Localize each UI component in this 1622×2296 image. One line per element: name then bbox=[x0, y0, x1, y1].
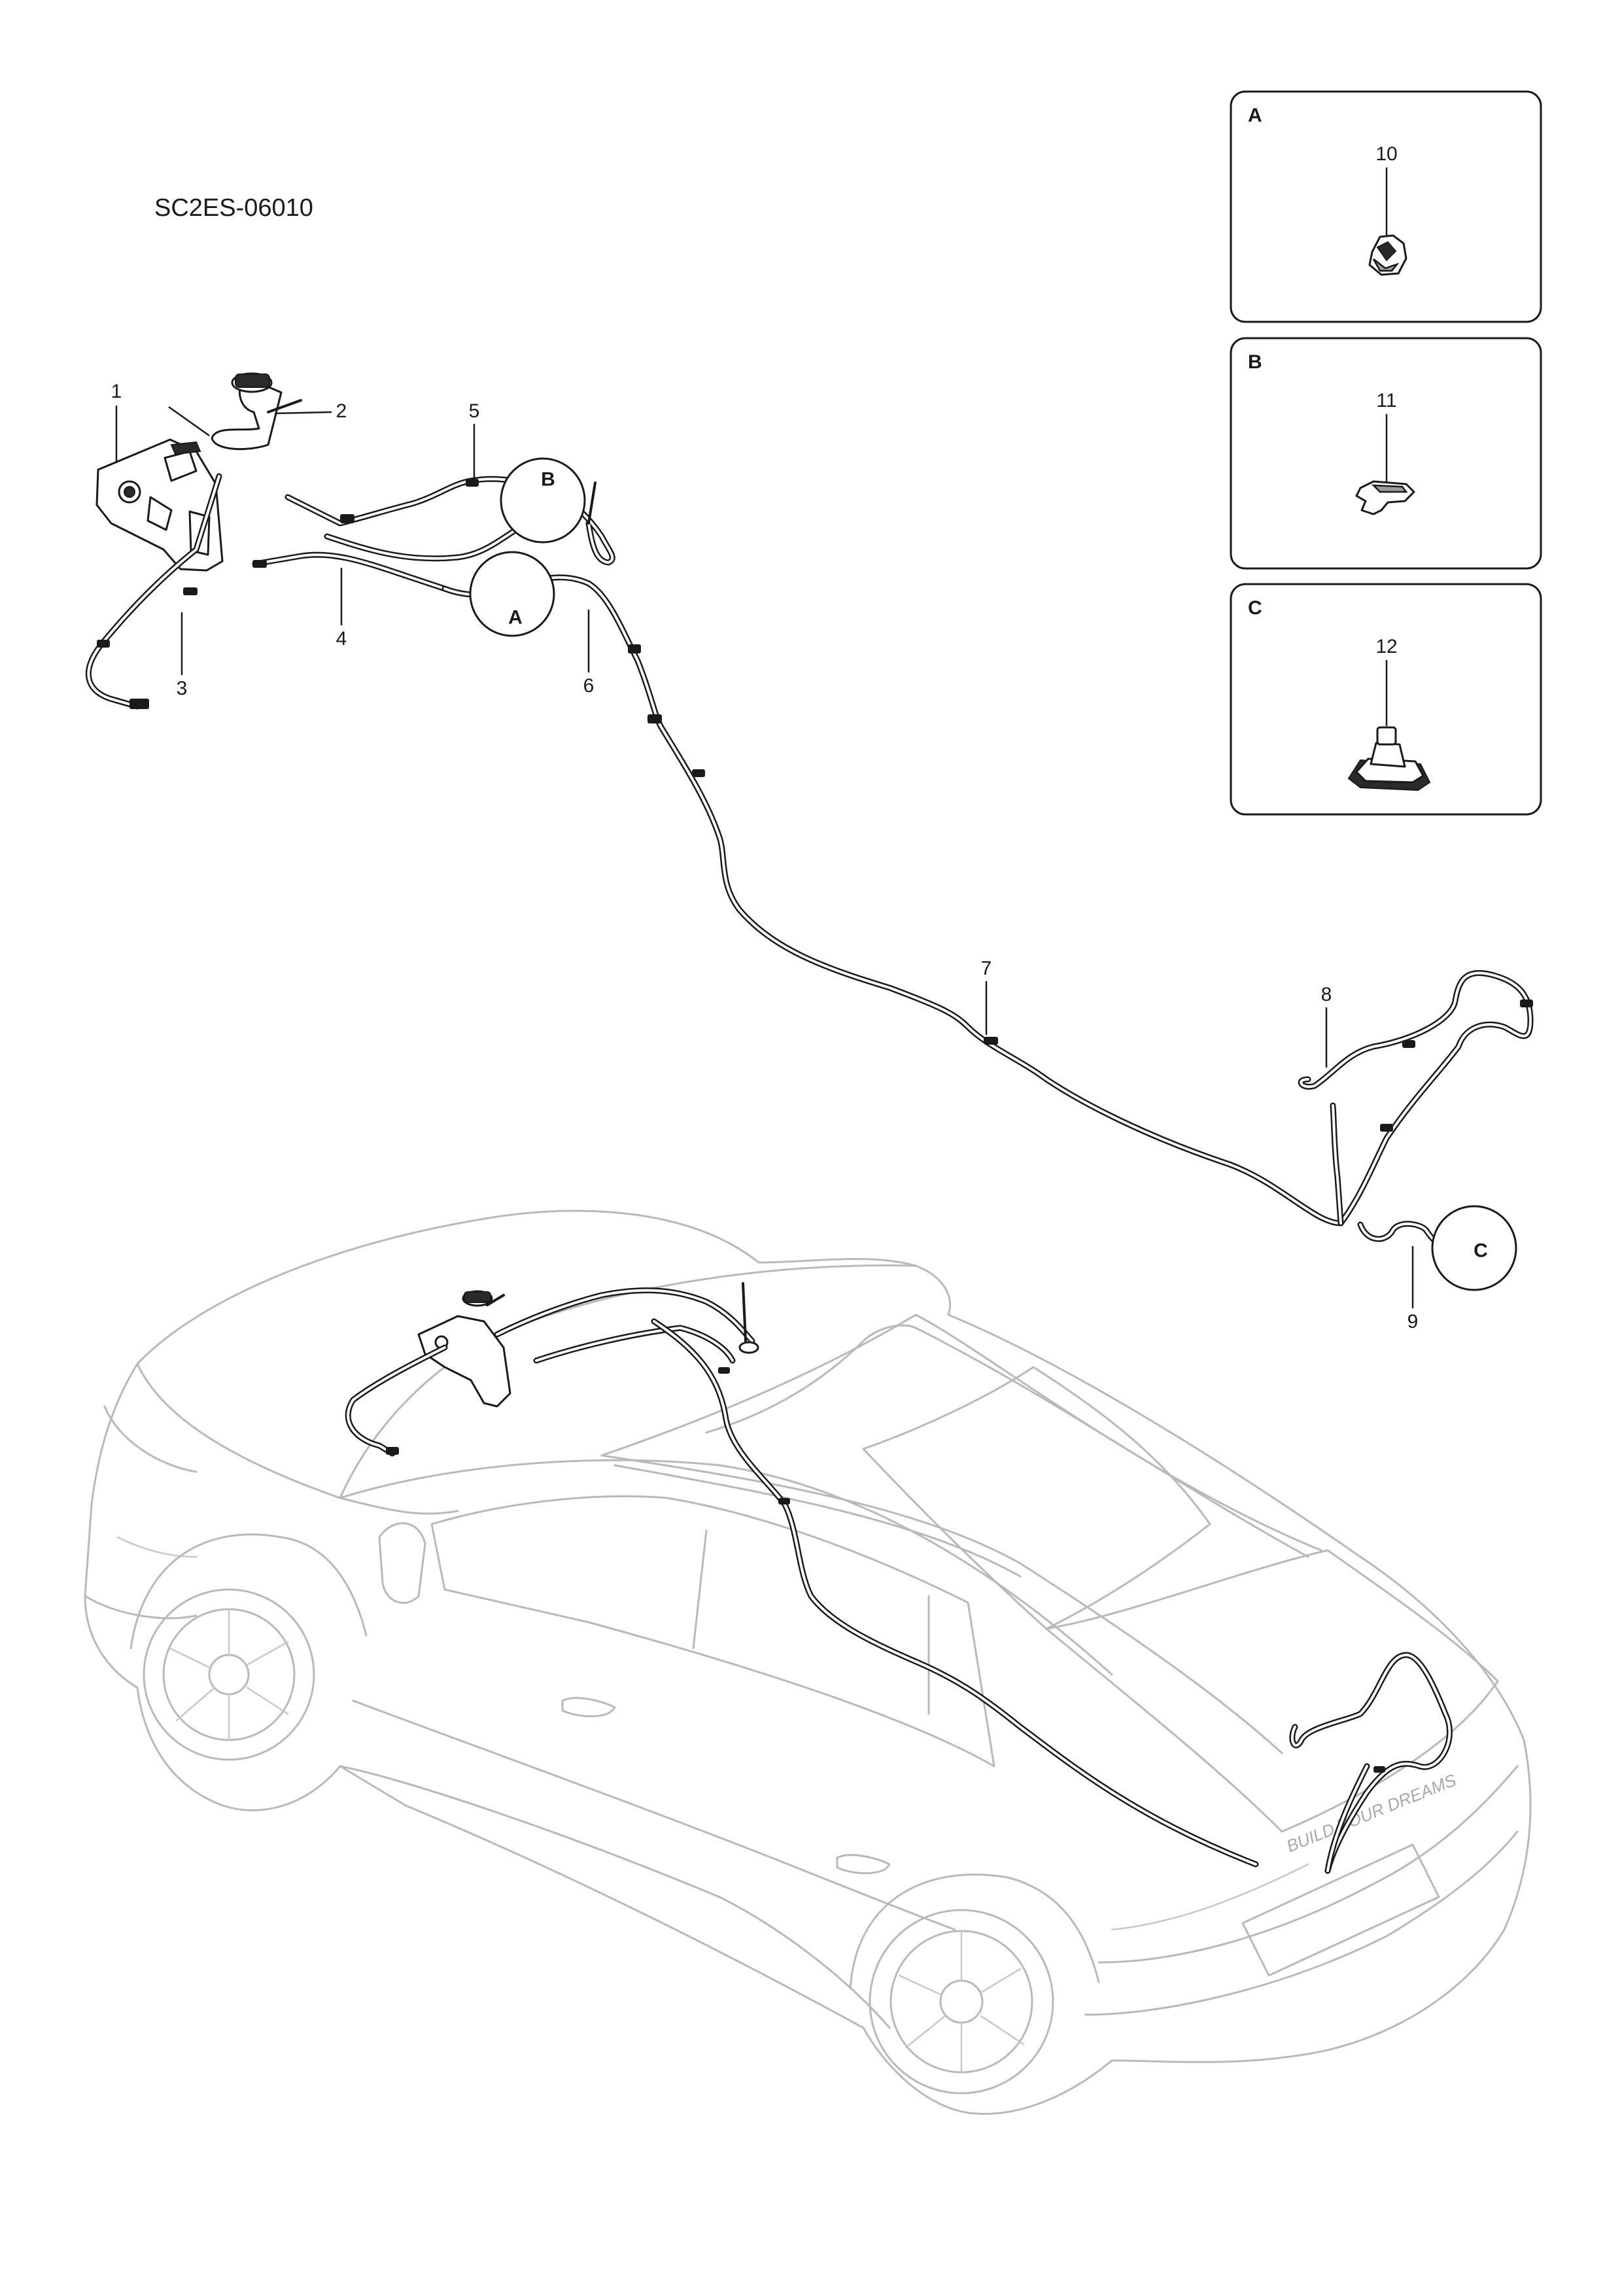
hose-clip-part bbox=[1355, 480, 1415, 515]
drawing-code: SC2ES-06010 bbox=[154, 194, 313, 222]
callout-3: 3 bbox=[177, 678, 188, 699]
callout-1: 1 bbox=[111, 381, 122, 402]
detail-marker-c-label: C bbox=[1474, 1240, 1488, 1262]
callout-6: 6 bbox=[583, 675, 595, 697]
callout-9: 9 bbox=[1407, 1311, 1419, 1332]
detail-box-b-letter: B bbox=[1248, 351, 1262, 373]
callout-7: 7 bbox=[981, 958, 992, 979]
detail-marker-a bbox=[469, 551, 555, 637]
detail-box-c-part-number: 12 bbox=[1375, 636, 1397, 657]
detail-box-b: B 11 bbox=[1230, 337, 1542, 570]
installed-washer-system bbox=[345, 1282, 1453, 1874]
detail-box-c: C 12 bbox=[1230, 583, 1542, 816]
callout-4: 4 bbox=[336, 628, 347, 650]
detail-box-b-part-number: 11 bbox=[1376, 390, 1396, 411]
washer-nozzle-clip-part bbox=[1368, 234, 1407, 276]
callout-8: 8 bbox=[1321, 984, 1332, 1005]
hose-6-7 bbox=[441, 574, 1344, 1226]
car-outline: BUILD YOUR DREAMS bbox=[84, 1209, 1532, 2115]
callout-2: 2 bbox=[336, 400, 347, 422]
detail-marker-b bbox=[500, 457, 586, 544]
washer-reservoir-assembly bbox=[95, 372, 302, 572]
detail-box-a: A 10 bbox=[1230, 90, 1542, 323]
detail-box-a-letter: A bbox=[1248, 105, 1262, 126]
detail-marker-c bbox=[1431, 1205, 1517, 1291]
callout-5: 5 bbox=[469, 400, 480, 422]
rear-washer-nozzle-part bbox=[1347, 726, 1431, 791]
detail-marker-a-label: A bbox=[508, 607, 523, 629]
detail-marker-b-label: B bbox=[541, 469, 555, 491]
detail-box-a-part-number: 10 bbox=[1375, 143, 1397, 165]
detail-box-c-letter: C bbox=[1248, 597, 1262, 619]
